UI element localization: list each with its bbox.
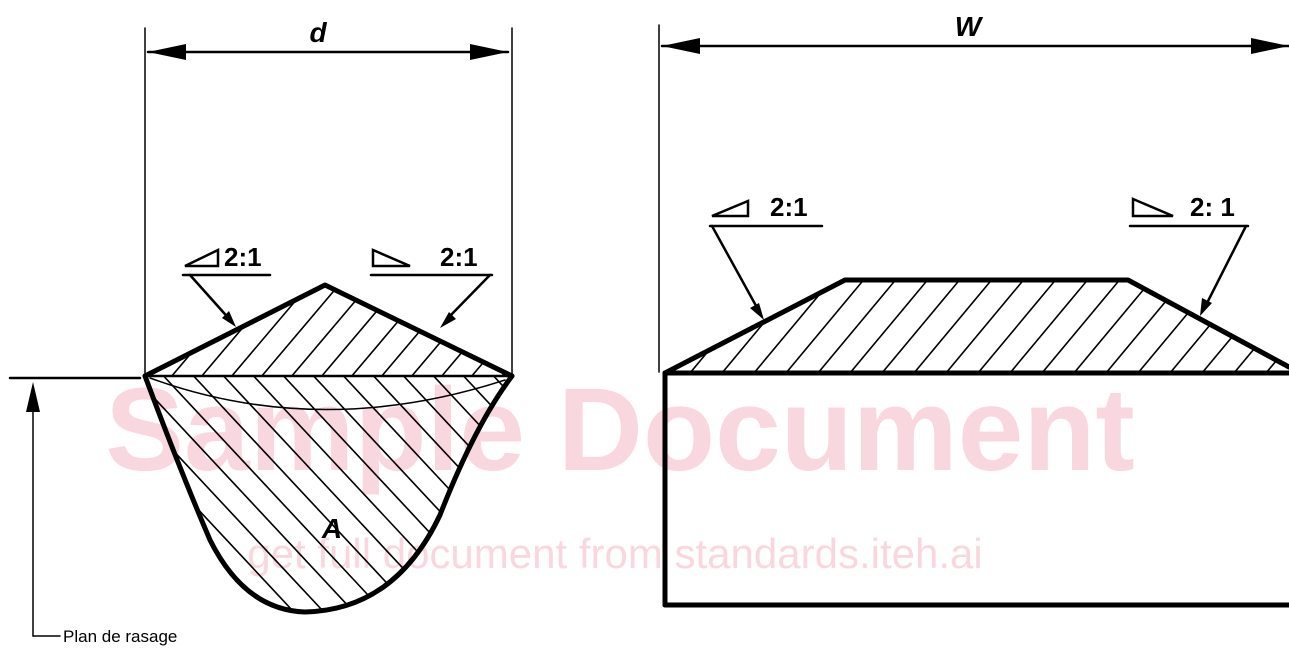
slope-symbol-right-figure-right-icon [1131, 197, 1174, 218]
plan-caption: Plan de rasage [63, 627, 177, 646]
watermark-main: Sample Document [105, 364, 1134, 496]
slope-leader-arrow-right [440, 312, 456, 328]
right-reinforcement-outline [662, 277, 1289, 376]
slope-ratio-right-figure-left: 2:1 [770, 192, 808, 222]
slope-symbol-left-icon [184, 248, 220, 268]
plan-arrow-head [26, 382, 40, 412]
slope-leader-right-figure-right [1203, 224, 1248, 309]
slope-symbol-right-figure-left-icon [711, 199, 750, 218]
d-label: d [309, 17, 327, 48]
slope-ratio-left: 2:1 [224, 242, 262, 272]
slope-leader-right-figure-left [710, 224, 762, 315]
w-label: W [955, 11, 984, 42]
reinforcement-outline [142, 282, 515, 379]
fusion-arc [149, 377, 506, 411]
slope-ratio-right-figure-right: 2: 1 [1190, 192, 1235, 222]
slope-leader-arrow-right-figure-left [750, 303, 764, 320]
d-arrow-right [470, 44, 508, 60]
slope-ratio-right: 2:1 [440, 242, 478, 272]
area-a-label: A [321, 513, 342, 544]
d-arrow-left [148, 44, 186, 60]
slope-leader-arrow-left [222, 311, 236, 327]
watermark-sub: get full document from standards.iteh.ai [247, 530, 982, 577]
slope-symbol-right-icon [371, 248, 411, 268]
right-figure: W 2: [658, 11, 1289, 608]
weld-outline [142, 373, 515, 615]
slope-leader-right [446, 273, 492, 320]
w-arrow-left [662, 38, 700, 54]
slope-leader-left [188, 273, 234, 324]
w-arrow-right [1251, 38, 1289, 54]
slope-leader-arrow-right-figure-right [1200, 298, 1212, 316]
